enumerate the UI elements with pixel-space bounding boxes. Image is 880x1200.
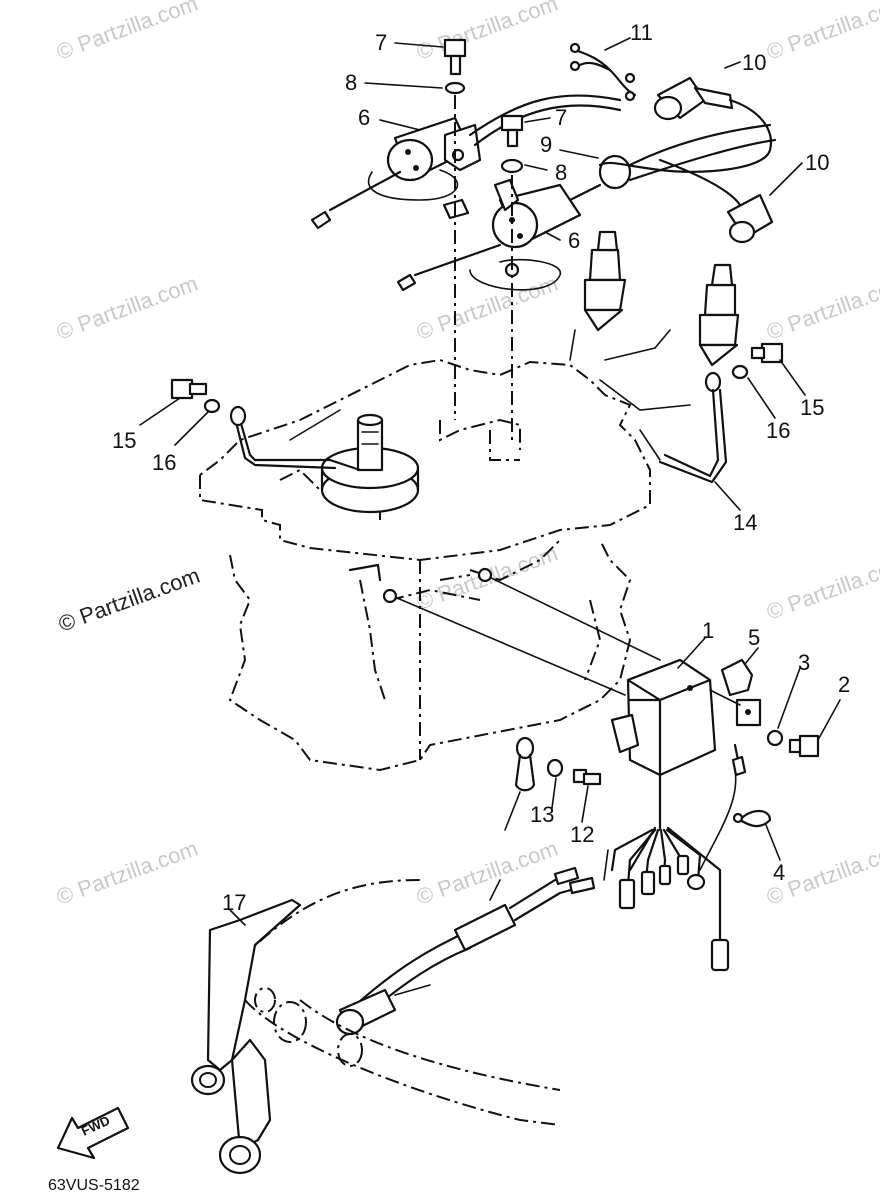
callout-7: 7 [555,105,567,130]
watermark: © Partzilla.com [763,271,880,345]
callout-15: 15 [800,395,824,420]
callout-7: 7 [375,30,387,55]
callout-9: 9 [540,132,552,157]
callout-16: 16 [766,418,790,443]
ignition-coil-lower [396,123,777,292]
callout-14: 14 [733,510,757,535]
engine-block-outline [199,358,651,772]
cdi-mount-lines [348,563,661,696]
callout-6: 6 [568,228,580,253]
callout-8: 8 [555,160,567,185]
watermark: © Partzilla.com [413,0,561,65]
watermark: © Partzilla.com [763,0,880,65]
callout-6: 6 [358,105,370,130]
plug-wires [598,76,774,244]
callout-1: 1 [702,618,714,643]
cdi-unit [603,658,747,972]
callout-5: 5 [748,625,760,650]
lower-harness [335,866,596,1036]
watermark: © Partzilla.com [53,271,201,345]
callout-16: 16 [152,450,176,475]
diagram-code: 63VUS-5182 [48,1177,140,1194]
callouts: 7 8 6 7 9 8 6 11 10 10 15 16 15 16 14 1 … [112,20,850,915]
callout-8: 8 [345,70,357,95]
screw-12-washer-13 [504,736,602,831]
clamp-part-11 [569,42,637,102]
watermark: © Partzilla.com [413,836,561,910]
crank-top [320,413,420,514]
callout-3: 3 [798,650,810,675]
watermark: © Partzilla.com [763,551,880,625]
callout-15: 15 [112,428,136,453]
watermark-dark: © Partzilla.com [55,563,203,637]
phantom-lines-coils [454,95,513,445]
callout-17: 17 [222,890,246,915]
callout-10: 10 [742,50,766,75]
watermark: © Partzilla.com [53,0,201,65]
fwd-arrow-icon: FWD [56,1106,130,1160]
watermark: © Partzilla.com [53,836,201,910]
ignition-coil-upper [310,94,622,230]
leader-lines [139,37,841,861]
ground-leads [229,371,728,484]
callout-13: 13 [530,802,554,827]
lower-pan [190,879,561,1175]
callout-12: 12 [570,822,594,847]
screws-15-16 [170,342,784,414]
callout-4: 4 [773,860,785,885]
callout-10: 10 [805,150,829,175]
callout-2: 2 [838,672,850,697]
spark-plugs [569,230,740,367]
watermark: © Partzilla.com [413,271,561,345]
callout-11: 11 [630,20,653,45]
cdi-hardware [709,658,820,828]
bolt-7-upper [442,38,524,220]
